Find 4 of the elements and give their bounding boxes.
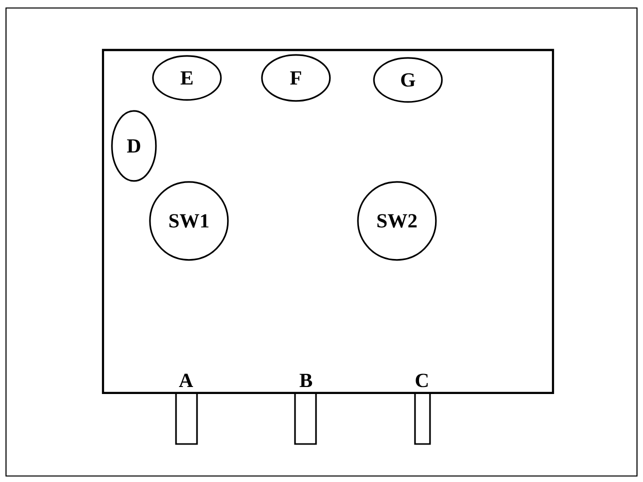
device-body (102, 48, 554, 394)
pin-label: B (300, 374, 312, 388)
pin-label: C (416, 374, 428, 388)
pin-label: A (178, 374, 194, 387)
